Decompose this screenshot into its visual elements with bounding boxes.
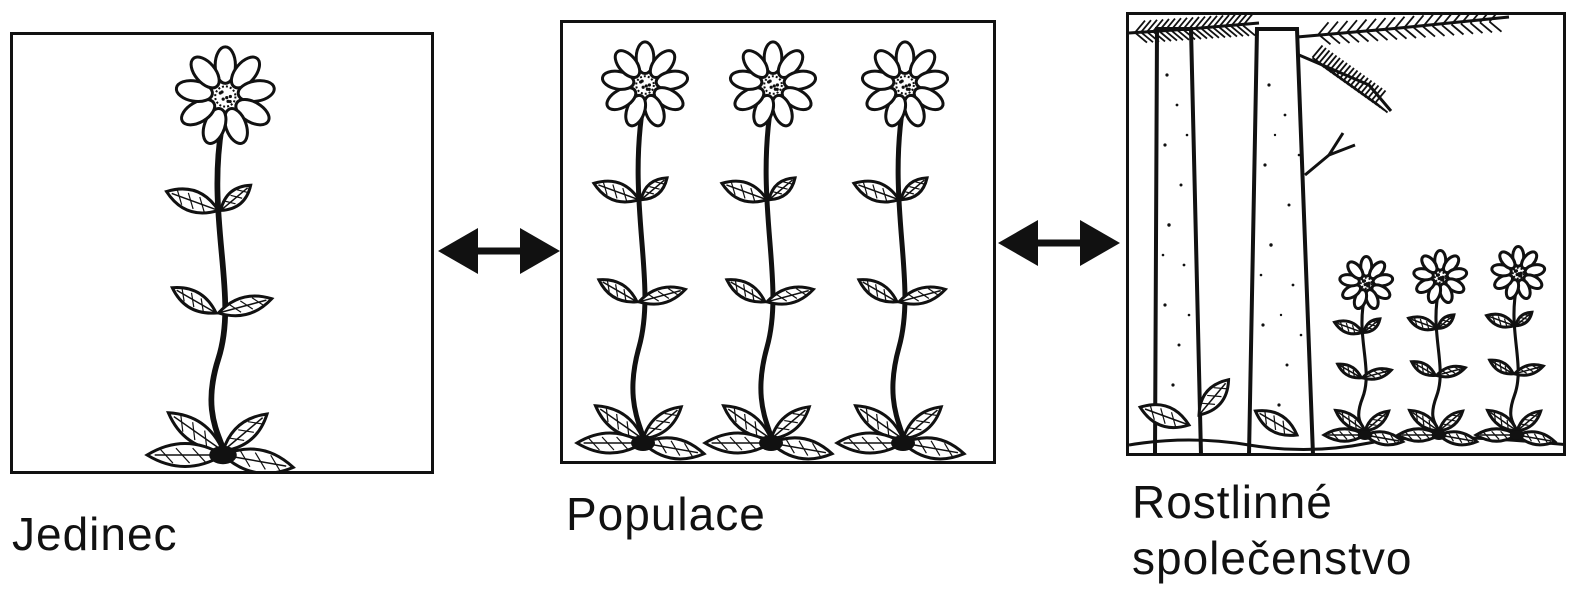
double-arrow-icon [998, 214, 1120, 272]
double-arrow-icon [438, 222, 560, 280]
plant-community-drawing [1129, 15, 1566, 456]
plant-icon [1324, 256, 1404, 447]
leaf-icon [897, 173, 931, 205]
single-plant-drawing [13, 35, 434, 474]
leaf-icon [163, 182, 222, 220]
leaf-icon [1361, 316, 1382, 336]
leaf-icon [1407, 313, 1439, 334]
tree-trunk-left [1155, 29, 1201, 455]
flower-head-icon [861, 42, 949, 129]
population-plants-drawing [563, 23, 996, 464]
plant-icon [837, 42, 966, 464]
caption-community: Rostlinné společenstvo [1132, 474, 1413, 586]
caption-community-line1: Rostlinné [1132, 474, 1413, 530]
leaf-icon [595, 273, 641, 308]
panel-community [1126, 12, 1566, 456]
plant-icon [1398, 250, 1478, 447]
caption-individual: Jedinec [12, 506, 178, 562]
leaf-icon [216, 180, 256, 217]
plant-icon [1476, 246, 1556, 447]
leaf-icon [851, 175, 902, 208]
flower-head-icon [175, 47, 276, 147]
flower-head-icon [1491, 246, 1546, 300]
flower-head-icon [1413, 250, 1468, 304]
panel-population [560, 20, 996, 464]
leaf-icon [1487, 356, 1515, 378]
flower-head-icon [729, 42, 817, 129]
leaf-icon [765, 173, 799, 205]
leaf-icon [1435, 312, 1456, 332]
leaf-icon [168, 280, 220, 320]
caption-population: Populace [566, 486, 766, 542]
leaf-icon [1485, 310, 1517, 331]
leaf-icon [723, 273, 769, 308]
leaf-icon [637, 173, 671, 205]
caption-community-line2: společenstvo [1132, 530, 1413, 586]
tree-trunk-right [1249, 29, 1313, 455]
flower-head-icon [1339, 256, 1394, 310]
plant-icon [147, 47, 295, 474]
leaf-icon [591, 175, 642, 208]
plant-icon [577, 42, 706, 464]
leaf-icon [855, 273, 901, 308]
flower-head-icon [601, 42, 689, 129]
panel-individual [10, 32, 434, 474]
leaf-icon [1333, 317, 1365, 338]
leaf-icon [1409, 358, 1437, 380]
plant-icon [705, 42, 834, 464]
leaf-icon [719, 175, 770, 208]
leaf-icon [1335, 360, 1363, 382]
leaf-icon [1513, 309, 1534, 329]
